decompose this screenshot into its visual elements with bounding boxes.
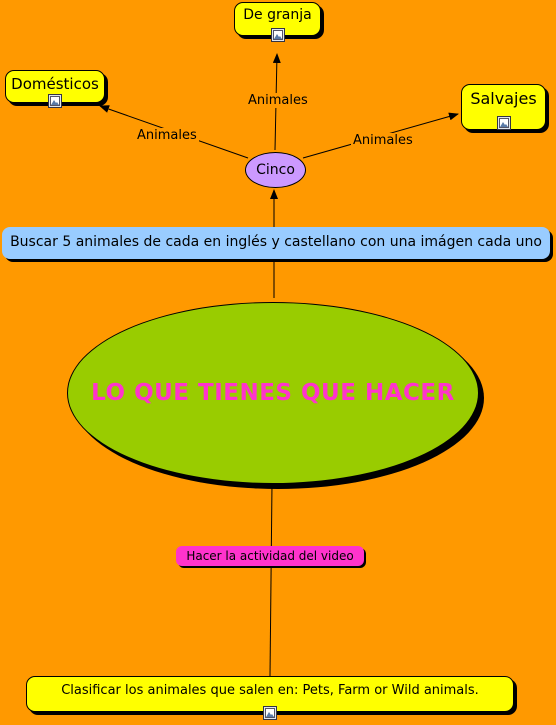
concept-clasificar-label: Clasificar los animales que salen en: Pe… [61,683,479,698]
concept-cinco-label: Cinco [256,162,295,178]
concept-de-granja[interactable]: De granja [234,2,321,42]
image-icon[interactable] [270,28,285,42]
image-icon[interactable] [263,706,277,720]
concept-clasificar[interactable]: Clasificar los animales que salen en: Pe… [26,676,514,720]
line-main-to-clasificar [269,483,273,677]
concept-de-granja-label: De granja [243,7,312,23]
image-icon[interactable] [496,116,511,130]
concept-domesticos-label: Domésticos [11,75,99,93]
link-phrase-hacer[interactable]: Hacer la actividad del video [176,546,364,566]
link-label-animales-right: Animales [351,133,415,148]
link-label-animales-top: Animales [246,93,310,108]
concept-cinco[interactable]: Cinco [245,152,306,188]
concept-domesticos[interactable]: Domésticos [5,70,105,108]
concept-buscar[interactable]: Buscar 5 animales de cada en inglés y ca… [2,227,550,259]
link-label-animales-left: Animales [135,128,199,143]
concept-main-label: LO QUE TIENES QUE HACER [91,380,455,406]
concept-main[interactable]: LO QUE TIENES QUE HACER [67,302,479,484]
image-icon[interactable] [48,94,62,108]
concept-buscar-label: Buscar 5 animales de cada en inglés y ca… [10,234,542,250]
concept-salvajes[interactable]: Salvajes [461,84,546,130]
link-phrase-hacer-label: Hacer la actividad del video [186,549,354,563]
concept-salvajes-label: Salvajes [470,89,537,108]
